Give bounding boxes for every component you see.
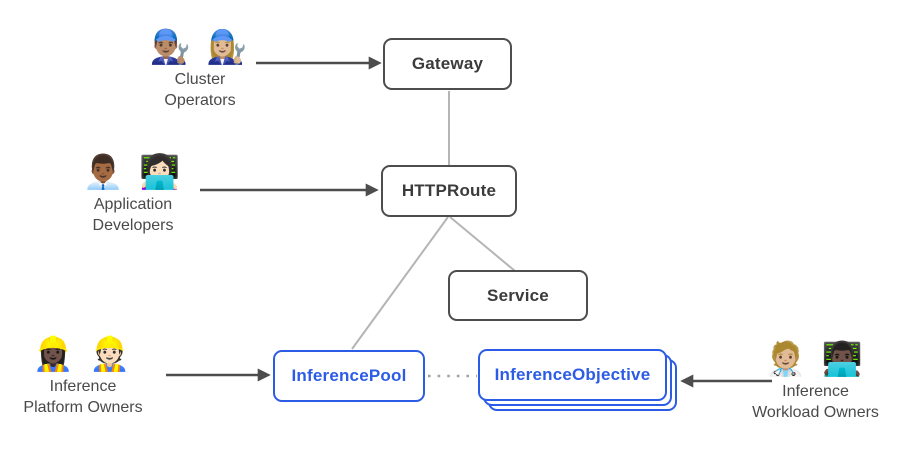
inference-workload-owners-label-line1: Inference: [782, 383, 849, 401]
inference-workload-owners-label-line2: Workload Owners: [752, 404, 879, 422]
node-inference-pool: InferencePool: [273, 350, 425, 402]
application-developers-label: Application Developers: [43, 194, 223, 236]
worker-people-emoji-icon: 🧑🏼‍⚕️ 👨🏿‍💻: [765, 340, 866, 377]
persona-application-developers: 👨🏾‍💼 👩🏻‍💻 Application Developers: [43, 151, 223, 236]
connector-httproute-inferencepool: [351, 216, 449, 350]
developer-people-emoji-icon: 👨🏾‍💼 👩🏻‍💻: [82, 153, 184, 190]
persona-inference-platform-owners: 👷🏿‍♀️ 👷🏻 Inference Platform Owners: [0, 333, 166, 418]
node-service-label: Service: [487, 285, 549, 305]
application-developers-label-line2: Developers: [92, 217, 174, 235]
node-inference-pool-label: InferencePool: [291, 366, 407, 385]
node-gateway-label: Gateway: [411, 54, 484, 73]
construction-people-emoji-icon: 👷🏿‍♀️ 👷🏻: [32, 335, 134, 372]
node-gateway: Gateway: [383, 38, 512, 90]
node-httproute-label: HTTPRoute: [401, 181, 497, 200]
persona-cluster-operators: 👨🏽‍🔧 👩🏼‍🔧 Cluster Operators: [110, 26, 290, 111]
cluster-operators-label-line2: Operators: [164, 92, 236, 110]
persona-inference-workload-owners: 🧑🏼‍⚕️ 👨🏿‍💻 Inference Workload Owners: [728, 338, 902, 423]
inference-platform-owners-label: Inference Platform Owners: [0, 376, 166, 418]
mechanic-people-emoji-icon: 👨🏽‍🔧 👩🏼‍🔧: [149, 28, 251, 65]
inference-workload-owners-label: Inference Workload Owners: [728, 381, 902, 423]
cluster-operators-label: Cluster Operators: [110, 69, 290, 111]
application-developers-label-line1: Application: [93, 196, 173, 214]
node-inference-objective: InferenceObjective: [478, 349, 667, 401]
node-httproute: HTTPRoute: [381, 165, 517, 217]
connector-httproute-service: [449, 216, 516, 272]
inference-platform-owners-label-line2: Platform Owners: [23, 399, 143, 417]
inference-platform-owners-label-line1: Inference: [49, 378, 117, 396]
node-service: Service: [448, 270, 588, 321]
node-inference-objective-label: InferenceObjective: [494, 365, 651, 384]
node-inference-objective-stack: InferenceObjective: [478, 349, 677, 411]
cluster-operators-label-line1: Cluster: [174, 71, 226, 89]
